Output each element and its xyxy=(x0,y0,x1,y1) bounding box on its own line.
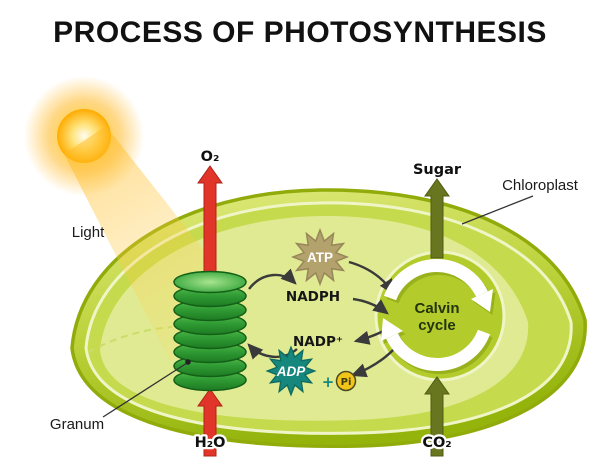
calvin-cycle-label-line2: cycle xyxy=(418,317,456,334)
calvin-bottom-arrowhead xyxy=(381,318,403,341)
co2-arrow xyxy=(424,376,450,457)
adp-label: ADP xyxy=(276,364,306,379)
calvin-cycle-label-line1: Calvin xyxy=(414,300,459,317)
o2-label: O₂ xyxy=(201,149,220,165)
co2-label: CO₂ xyxy=(422,435,451,451)
pi-circle-icon xyxy=(335,370,357,392)
granum-disc-top xyxy=(173,270,247,294)
calvin-top-arrow xyxy=(383,259,488,301)
sugar-arrow xyxy=(424,178,450,259)
nadph-to-calvin-arrow xyxy=(352,297,389,315)
light-label: Light xyxy=(72,224,105,241)
adp-burst: ADP xyxy=(265,345,317,397)
chloroplast-pointer-line xyxy=(461,195,534,225)
o2-arrow xyxy=(197,165,223,277)
h2o-arrow xyxy=(197,388,223,457)
adp-starburst-icon xyxy=(265,345,317,397)
granum-to-nadph-arrow xyxy=(248,268,297,290)
chloroplast-label: Chloroplast xyxy=(502,177,579,194)
granum xyxy=(173,270,247,392)
pointer-lines xyxy=(102,195,534,418)
reaction-arrows xyxy=(247,260,397,378)
calvin-to-adp-arrow xyxy=(350,346,397,378)
plus-sign: + xyxy=(322,373,335,391)
page-title: PROCESS OF PHOTOSYNTHESIS xyxy=(53,16,547,49)
pi-molecule: Pi xyxy=(335,370,357,392)
calvin-cycle: Calvin cycle xyxy=(381,259,496,374)
atp-starburst-icon xyxy=(290,227,350,287)
granum-label: Granum xyxy=(50,416,104,433)
sugar-label: Sugar xyxy=(413,162,462,178)
nadph-label: NADPH xyxy=(286,289,340,305)
nadp-plus-label: NADP⁺ xyxy=(293,334,343,350)
granum-pointer-dot xyxy=(185,359,191,365)
h2o-label: H₂O xyxy=(195,435,226,451)
atp-burst: ATP xyxy=(290,227,350,287)
calvin-top-arrowhead xyxy=(471,289,493,312)
pi-label: Pi xyxy=(341,377,352,388)
calvin-bottom-arrow xyxy=(386,329,491,371)
granum-pointer-line xyxy=(102,362,188,418)
atp-label: ATP xyxy=(307,250,333,265)
